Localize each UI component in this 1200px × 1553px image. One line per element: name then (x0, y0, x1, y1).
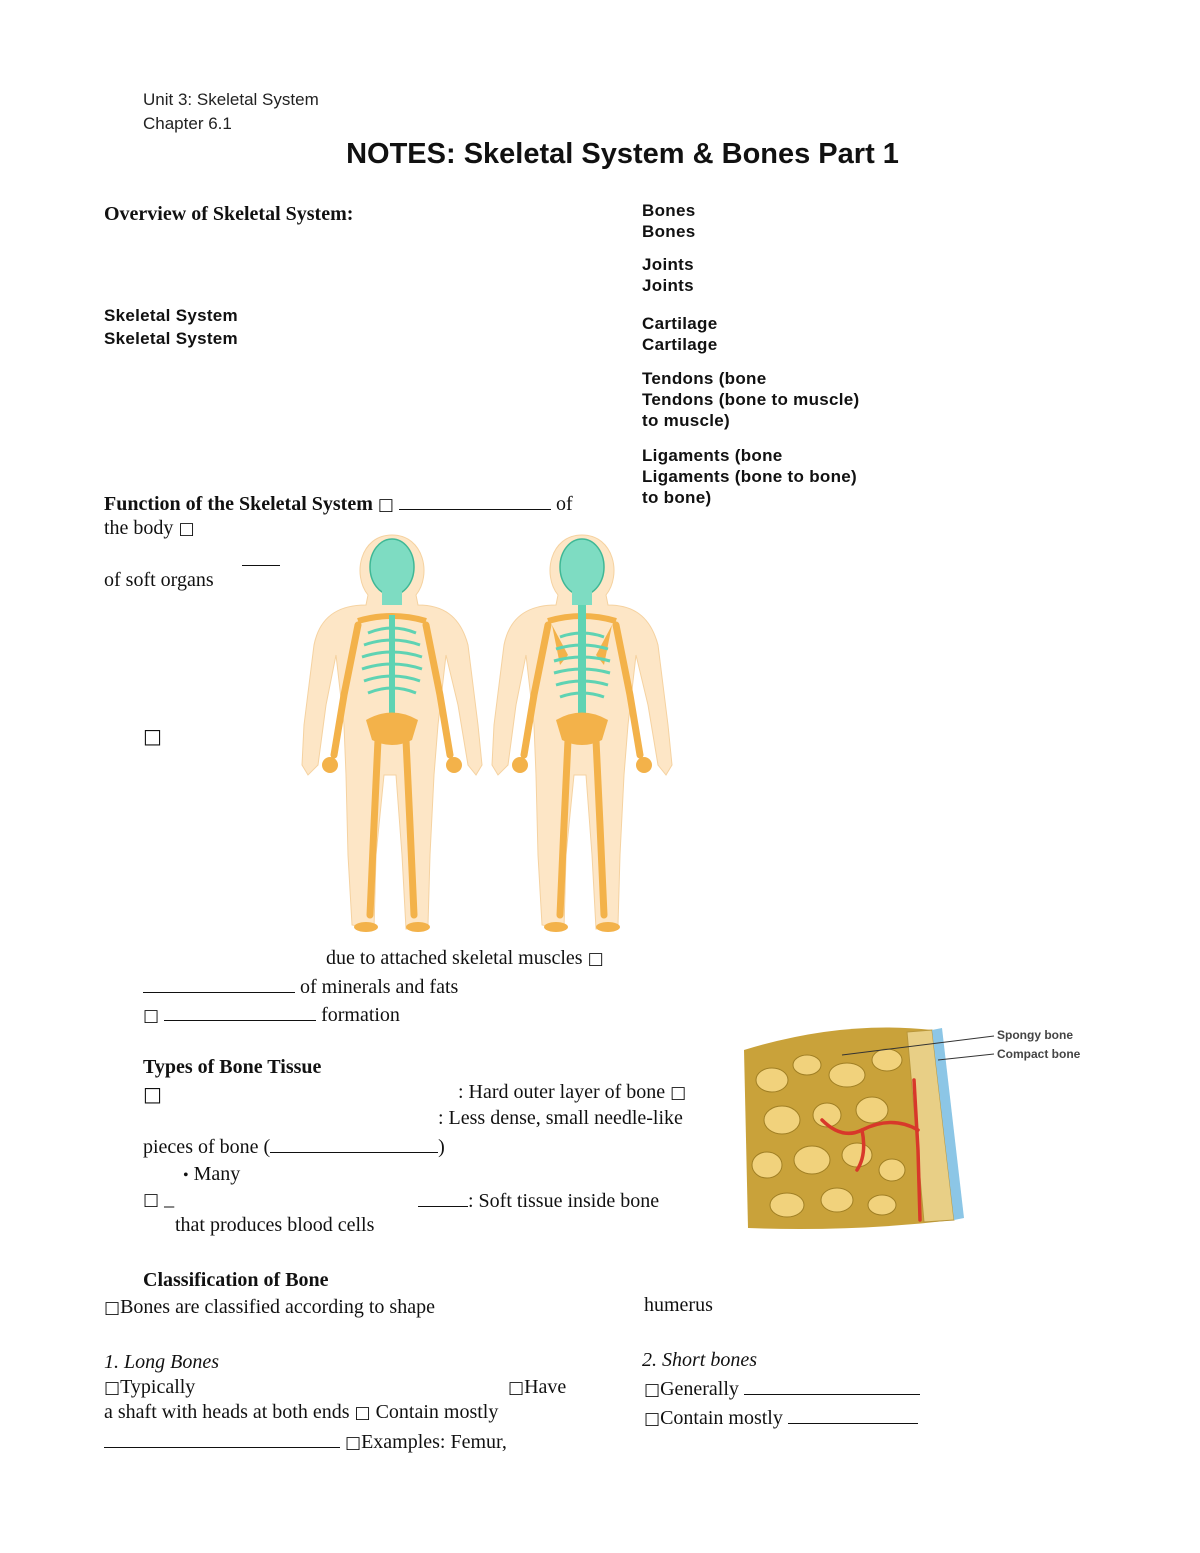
marrow-line: □ _ (143, 1188, 175, 1210)
short-contain: □Contain mostly (644, 1405, 918, 1430)
function-of: of (555, 493, 573, 515)
checkbox-icon: □ (377, 495, 394, 515)
spongy-line: : Less dense, small needle-like (438, 1107, 683, 1129)
checkbox-icon: □ (644, 1409, 661, 1429)
short-generally: □Generally (644, 1376, 920, 1401)
checkbox-icon: □ (178, 519, 195, 539)
skeletal-system-term: Skeletal System (104, 306, 238, 325)
marrow-blank[interactable] (418, 1188, 468, 1207)
checkbox-icon: □ (670, 1083, 687, 1103)
pieces-blank[interactable] (270, 1134, 439, 1153)
checkbox-icon: □ (345, 1433, 362, 1453)
checkbox-icon: □ (143, 1190, 160, 1210)
long-examples-line: □Examples: Femur, (104, 1429, 507, 1454)
pieces-line: pieces of bone () (143, 1134, 445, 1158)
function-heading: Function of the Skeletal System (104, 493, 373, 515)
skeleton-back (491, 534, 673, 932)
checkbox-icon: □ (508, 1378, 525, 1398)
short-bones-heading: 2. Short bones (642, 1349, 757, 1371)
unit-label: Unit 3: Skeletal System (143, 90, 319, 109)
checkbox-icon: □ (354, 1403, 371, 1423)
minerals-blank[interactable] (143, 974, 295, 993)
bullet-icon: • (183, 1167, 189, 1184)
checkbox-icon: □ (104, 1378, 121, 1398)
skeleton-front (301, 534, 483, 932)
tissue-heading: Types of Bone Tissue (143, 1056, 322, 1078)
checkbox-icon: □ (587, 949, 604, 969)
movement-line: due to attached skeletal muscles □ (326, 947, 604, 969)
page-title: NOTES: Skeletal System & Bones Part 1 (346, 138, 899, 170)
long-bones-heading: 1. Long Bones (104, 1351, 219, 1373)
checkbox-icon: □ (104, 1298, 121, 1318)
soft-organs-text: of soft organs (104, 569, 214, 591)
function-blank-1[interactable] (398, 491, 551, 510)
long-contain-blank[interactable] (104, 1429, 340, 1448)
marrow-def: : Soft tissue inside bone (418, 1188, 659, 1213)
formation-blank[interactable] (164, 1002, 317, 1021)
minerals-line: of minerals and fats (143, 974, 458, 999)
skeleton-figures (301, 534, 673, 932)
classification-intro: □Bones are classified according to shape (104, 1296, 435, 1318)
compact-bone-label: Compact bone (997, 1047, 1081, 1061)
checkbox-icon: □ (143, 724, 162, 748)
long-have: □Have (508, 1376, 567, 1398)
skeletal-system-term-repeat: Skeletal System (104, 329, 238, 348)
many-line: • Many (183, 1163, 241, 1185)
marrow-def-2: that produces blood cells (175, 1214, 375, 1236)
humerus-text: humerus (644, 1294, 713, 1316)
checkbox-icon: □ (143, 1006, 160, 1026)
long-typically: □Typically (104, 1376, 196, 1398)
classification-heading: Classification of Bone (143, 1269, 329, 1291)
spongy-bone-label: Spongy bone (997, 1028, 1073, 1042)
short-contain-blank[interactable] (787, 1405, 918, 1424)
checkbox-icon: □ (143, 1082, 162, 1106)
soft-organs-blank[interactable] (242, 565, 280, 566)
compact-line: : Hard outer layer of bone □ (458, 1081, 687, 1103)
checkbox-icon: □ (644, 1380, 661, 1400)
bone-tissue-illustration: Spongy bone Compact bone (744, 1027, 1081, 1229)
long-shaft-line: a shaft with heads at both ends □ Contai… (104, 1401, 499, 1423)
formation-line: □ formation (143, 1002, 400, 1026)
function-line: Function of the Skeletal System □ of (104, 491, 573, 516)
overview-heading: Overview of Skeletal System: (104, 203, 354, 225)
function-body-line: the body □ (104, 517, 195, 539)
chapter-label: Chapter 6.1 (143, 114, 232, 133)
short-generally-blank[interactable] (743, 1376, 920, 1395)
